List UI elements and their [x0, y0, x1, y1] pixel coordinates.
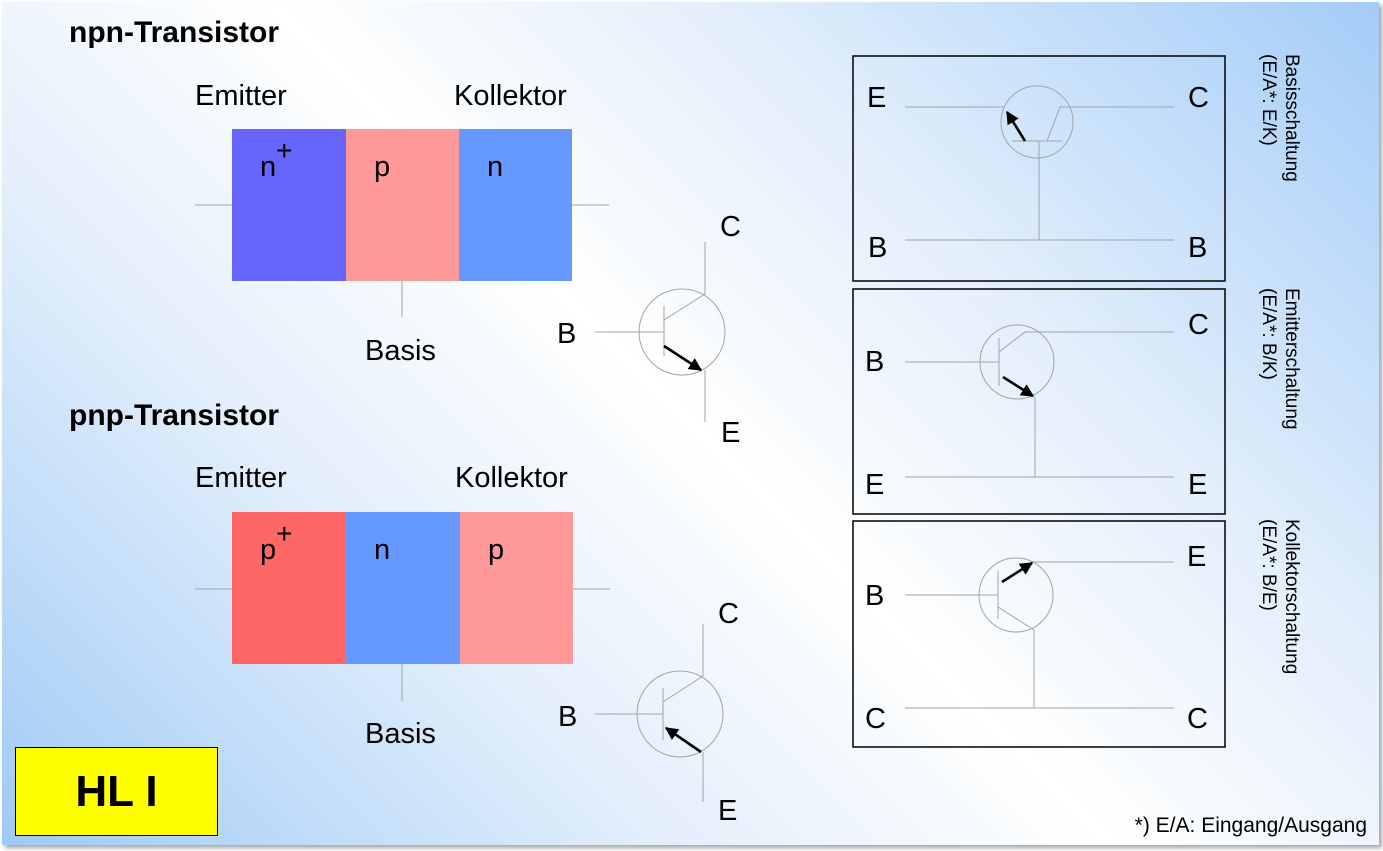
cc-title: Kollektorschaltung: [1281, 519, 1302, 674]
cc-mid-left-label: B: [865, 580, 884, 612]
cb-top-right-label: C: [1188, 82, 1209, 114]
npn-region-n-plus: [232, 129, 346, 281]
ce-top-right-label: C: [1188, 309, 1209, 341]
npn-region-n-label: n: [487, 151, 503, 183]
cb-bottom-right-label: B: [1188, 232, 1207, 264]
ce-bottom-left-label: E: [865, 469, 884, 501]
pnp-symbol-e: E: [718, 795, 737, 827]
cc-bottom-right-label: C: [1187, 703, 1208, 735]
ce-title: Emitterschaltung: [1281, 288, 1302, 430]
npn-title: npn-Transistor: [69, 16, 279, 49]
pnp-region-p-label: p: [488, 534, 504, 566]
pnp-emitter-label: Emitter: [195, 462, 287, 494]
cc-top-right-label: E: [1187, 541, 1206, 573]
pnp-collector-label: Kollektor: [455, 462, 568, 494]
npn-base-label: Basis: [365, 335, 436, 367]
hl-badge: HL I: [15, 747, 218, 836]
npn-region-n-plus-label: n+: [260, 135, 293, 183]
npn-collector-label: Kollektor: [454, 80, 567, 112]
common-collector-circuit: [852, 520, 1226, 748]
pnp-symbol-c: C: [718, 598, 739, 630]
cc-ratio: (E/A*: B/E): [1258, 519, 1279, 611]
common-emitter-circuit: [852, 288, 1226, 515]
pnp-region-p-plus-label: p+: [260, 518, 293, 566]
npn-emitter-label: Emitter: [195, 80, 287, 112]
npn-symbol-e: E: [721, 417, 740, 449]
npn-region-p: [346, 129, 459, 281]
pnp-region-p: [460, 512, 573, 664]
pnp-title: pnp-Transistor: [69, 399, 279, 432]
pnp-region-p-plus: [232, 512, 346, 664]
pnp-symbol-b: B: [558, 701, 577, 733]
ce-ratio: (E/A*: B/K): [1258, 288, 1279, 380]
cb-bottom-left-label: B: [868, 232, 887, 264]
cb-top-left-label: E: [867, 82, 886, 114]
cc-bottom-left-label: C: [865, 703, 886, 735]
npn-symbol-c: C: [720, 211, 741, 243]
footnote: *) E/A: Eingang/Ausgang: [1134, 814, 1367, 837]
npn-region-n: [459, 129, 572, 281]
npn-symbol-b: B: [557, 318, 576, 350]
pnp-region-n-label: n: [374, 534, 390, 566]
ce-bottom-right-label: E: [1188, 469, 1207, 501]
cb-title: Basisschaltung: [1281, 54, 1302, 182]
npn-region-p-label: p: [374, 151, 390, 183]
npn-layer-stack: [232, 129, 572, 281]
pnp-region-n: [346, 512, 460, 664]
pnp-base-label: Basis: [365, 718, 436, 750]
pnp-transistor-symbol: [595, 624, 724, 802]
common-base-circuit: [852, 55, 1226, 282]
ce-mid-left-label: B: [865, 346, 884, 378]
npn-transistor-symbol: [595, 242, 726, 422]
pnp-layer-stack: [232, 512, 573, 664]
cb-ratio: (E/A*: E/K): [1258, 54, 1279, 146]
